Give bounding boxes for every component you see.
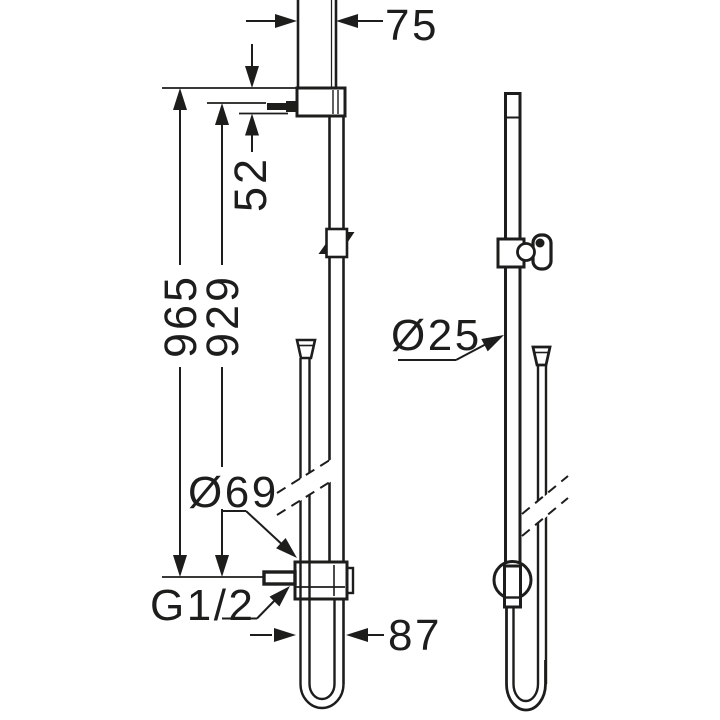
dimension-87: 87 xyxy=(250,611,442,660)
top-inlet-spout xyxy=(267,101,297,112)
wall-bar-side xyxy=(504,92,522,607)
bottom-holder-side xyxy=(492,560,533,609)
bottom-inlet-spout xyxy=(262,570,297,586)
dimension-dia69-label: Ø69 xyxy=(188,468,279,517)
dimension-dia25-label: Ø25 xyxy=(391,311,482,360)
extension-lines xyxy=(162,87,296,578)
dimension-75-label: 75 xyxy=(385,1,439,50)
dimension-dia69: Ø69 xyxy=(188,468,297,558)
wall-bar-front xyxy=(328,112,345,598)
dimension-dia25: Ø25 xyxy=(391,311,504,361)
dimension-87-label: 87 xyxy=(388,611,442,660)
dimension-52: 52 xyxy=(225,44,276,212)
dimension-929: 929 xyxy=(197,103,248,577)
dimension-g12-label: G1/2 xyxy=(150,581,255,630)
dimension-965: 965 xyxy=(155,88,206,577)
bottom-bracket xyxy=(293,560,355,601)
top-bracket xyxy=(295,86,347,118)
dimension-52-label: 52 xyxy=(225,156,276,212)
dimension-g12: G1/2 xyxy=(150,581,290,630)
side-view xyxy=(492,92,569,712)
dimension-965-label: 965 xyxy=(155,274,206,358)
dimension-75: 75 xyxy=(246,1,439,50)
hose-side xyxy=(531,345,552,684)
break-mark-side xyxy=(521,475,569,537)
hose-front xyxy=(295,338,345,710)
slider-holder-front xyxy=(318,227,355,259)
slider-holder-side xyxy=(496,233,553,271)
front-view xyxy=(262,0,355,710)
handshower-handle-side xyxy=(505,607,547,712)
break-mark-front xyxy=(276,457,334,516)
dimension-929-label: 929 xyxy=(197,274,248,358)
top-supply-bar xyxy=(296,0,338,88)
